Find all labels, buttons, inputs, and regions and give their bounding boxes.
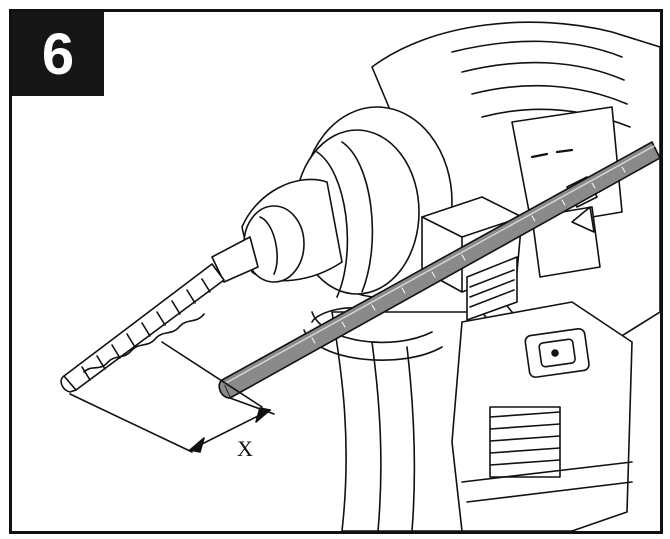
depth-stop-rod-icon: [218, 141, 660, 399]
drill-illustration: X: [60, 21, 660, 531]
dimension-arrow-icon: [69, 341, 275, 453]
step-number-badge: 6: [12, 12, 104, 96]
instruction-panel: 6: [9, 9, 663, 534]
dimension-label-x: X: [237, 436, 253, 461]
drill-bit-icon: [60, 263, 225, 393]
